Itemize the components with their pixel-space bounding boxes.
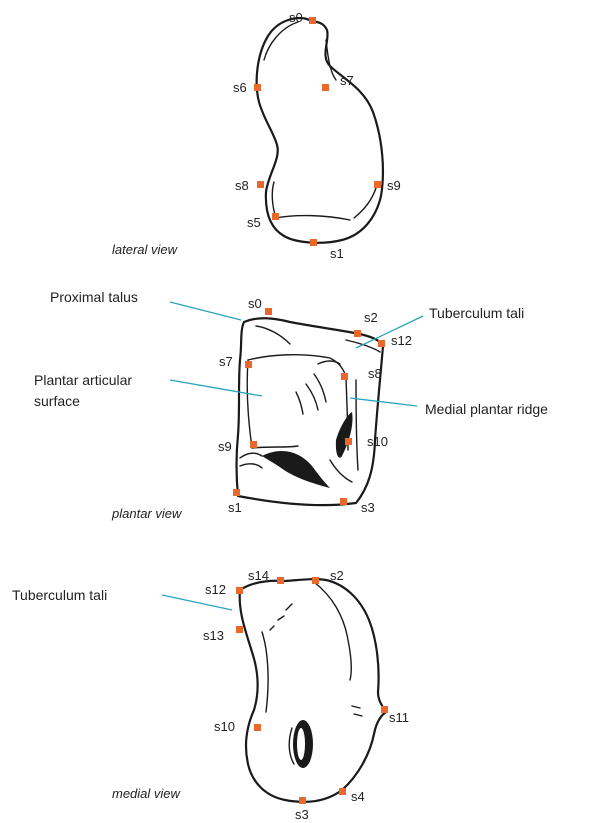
lateral-label-s5: s5	[247, 215, 261, 230]
plantar-label-s3: s3	[361, 500, 375, 515]
medial-landmark-s10	[254, 724, 261, 731]
leader-tuberculum-tali-medial	[162, 595, 232, 610]
medial-label-s14: s14	[248, 568, 269, 583]
lateral-label-s1: s1	[330, 246, 344, 261]
medial-left-line	[262, 632, 268, 712]
lateral-inner-contour	[272, 182, 376, 220]
plantar-landmark-s2	[354, 330, 361, 337]
plantar-label-s7: s7	[219, 354, 233, 369]
plantar-upper-edge	[256, 326, 380, 352]
medial-label-s11: s11	[389, 710, 409, 725]
plantar-landmark-s9	[250, 441, 257, 448]
plantar-articular-border	[247, 355, 346, 448]
plantar-landmark-s10	[345, 438, 352, 445]
lateral-landmark-s7	[322, 84, 329, 91]
medial-landmark-s14	[277, 577, 284, 584]
plantar-label-s0: s0	[248, 296, 262, 311]
lateral-landmark-s5	[272, 213, 279, 220]
leader-plantar-articular-surface	[170, 380, 262, 396]
leader-medial-plantar-ridge	[350, 398, 417, 406]
plantar-label-s8: s8	[368, 366, 382, 381]
plantar-groove-medial	[336, 412, 353, 458]
medial-foramen-highlight	[297, 728, 305, 760]
plantar-landmark-s12	[378, 340, 385, 347]
medial-label-s2: s2	[330, 568, 344, 583]
lateral-landmark-s1	[310, 239, 317, 246]
medial-bone-outline	[240, 579, 386, 802]
medial-label-s12: s12	[205, 582, 226, 597]
plantar-landmark-s3	[340, 498, 347, 505]
annotation-plantar-articular-line2: surface	[34, 393, 80, 409]
medial-landmark-s2	[312, 577, 319, 584]
lateral-label-s9: s9	[387, 178, 401, 193]
annotation-plantar-articular-line1: Plantar articular	[34, 372, 132, 388]
lateral-landmark-s0	[309, 17, 316, 24]
plantar-view: s0 s2 s12 s7 s8 s9 s10 s1 s3 Proximal ta…	[34, 289, 548, 521]
leader-proximal-talus	[170, 302, 241, 320]
lateral-view: s0 s6 s7 s8 s9 s5 s1 lateral view	[112, 10, 401, 261]
annotation-proximal-talus: Proximal talus	[50, 289, 138, 305]
plantar-landmark-s7	[245, 361, 252, 368]
medial-dashes	[270, 604, 362, 716]
plantar-label-s10: s10	[367, 434, 388, 449]
medial-articular-line	[314, 582, 351, 680]
annotation-tuberculum-tali-plantar: Tuberculum tali	[429, 305, 524, 321]
annotation-tuberculum-tali-medial: Tuberculum tali	[12, 587, 107, 603]
plantar-label-s9: s9	[218, 439, 232, 454]
plantar-label-s2: s2	[364, 310, 378, 325]
lateral-label-s8: s8	[235, 178, 249, 193]
lateral-label-s7: s7	[340, 73, 354, 88]
plantar-groove-inner	[330, 460, 352, 482]
plantar-distal-lip	[240, 453, 262, 468]
lateral-landmark-s8	[257, 181, 264, 188]
plantar-landmark-s1	[233, 489, 240, 496]
medial-landmark-s3	[299, 797, 306, 804]
lateral-label-s0: s0	[289, 10, 303, 25]
medial-label-s10: s10	[214, 719, 235, 734]
medial-view: s14 s2 s12 s13 s11 s10 s4 s3 Tuberculum …	[12, 568, 409, 822]
plantar-distal-crest	[262, 451, 330, 488]
plantar-view-caption: plantar view	[111, 506, 183, 521]
plantar-landmark-s8	[341, 373, 348, 380]
annotation-medial-plantar-ridge: Medial plantar ridge	[425, 401, 548, 417]
medial-landmark-s4	[339, 788, 346, 795]
medial-label-s3: s3	[295, 807, 309, 822]
medial-label-s4: s4	[351, 789, 365, 804]
lateral-label-s6: s6	[233, 80, 247, 95]
lateral-view-caption: lateral view	[112, 242, 179, 257]
plantar-label-s1: s1	[228, 500, 242, 515]
plantar-label-s12: s12	[391, 333, 412, 348]
medial-landmark-s13	[236, 626, 243, 633]
medial-landmark-s11	[381, 706, 388, 713]
lateral-landmark-s6	[254, 84, 261, 91]
lateral-landmark-s9	[374, 181, 381, 188]
medial-view-caption: medial view	[112, 786, 182, 801]
medial-label-s13: s13	[203, 628, 224, 643]
medial-landmark-s12	[236, 587, 243, 594]
plantar-landmark-s0	[265, 308, 272, 315]
plantar-striations	[296, 361, 340, 414]
